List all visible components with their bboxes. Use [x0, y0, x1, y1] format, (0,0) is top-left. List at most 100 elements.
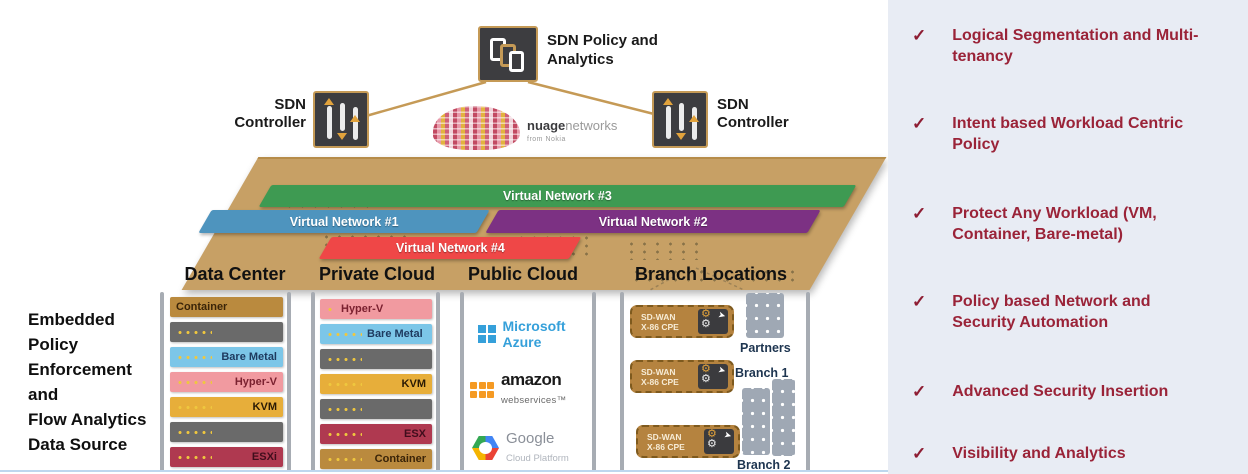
workload-bar-kvm: KVM [170, 397, 283, 417]
checklist-item: ✓ Policy based Network and Security Auto… [912, 291, 1232, 333]
slider-icon [327, 106, 332, 139]
slider-icon [679, 103, 684, 131]
azure-squares-icon [478, 325, 496, 343]
column-rail [436, 292, 440, 472]
azure-line1: Microsoft [502, 318, 566, 334]
logo-brand-bold: nuage [527, 118, 566, 133]
slider-handle-icon [350, 115, 360, 122]
dotted-connector [625, 240, 700, 260]
dots-decoration [326, 331, 362, 337]
public-cloud-header: Public Cloud [468, 264, 578, 284]
workload-bar-generic [170, 322, 283, 342]
check-icon: ✓ [912, 26, 927, 45]
bottom-divider [0, 470, 888, 472]
gcp-line1: Google [506, 430, 555, 447]
aws-line1: amazon [501, 370, 562, 389]
check-icon: ✓ [912, 444, 927, 463]
workload-bar-kvm: KVM [320, 374, 432, 394]
caption-line: Enforcement [28, 360, 132, 379]
google-cloud-logo: Google Cloud Platform [472, 430, 569, 466]
virtual-network-2-label: Virtual Network #2 [598, 214, 708, 229]
virtual-network-4-label: Virtual Network #4 [395, 241, 505, 255]
azure-line2: Azure [502, 334, 542, 350]
cpe-line2: X-86 CPE [641, 376, 679, 387]
checklist-item: ✓ Visibility and Analytics [912, 443, 1232, 464]
caption-line: Policy [28, 335, 79, 354]
sdn-policy-analytics-icon [478, 26, 538, 82]
logo-tagline: from Nokia [527, 136, 566, 143]
virtual-network-3-bar: Virtual Network #3 [258, 185, 857, 207]
private-cloud-stack: Hyper-V Bare Metal KVM ESX Container [320, 299, 432, 474]
dots-decoration [326, 431, 362, 437]
partners-building-icon [746, 293, 784, 338]
caption-line: and [28, 385, 59, 404]
workload-bar-esxi: ESXi [170, 447, 283, 467]
branch1-label: Branch 1 [735, 366, 789, 380]
caption-line: Embedded [28, 310, 115, 329]
dots-decoration [326, 456, 362, 462]
checklist-item-text: Policy based Network and Security Automa… [952, 293, 1151, 331]
checklist-item: ✓ Logical Segmentation and Multi-tenancy [912, 25, 1232, 67]
caption-line: Flow Analytics [28, 410, 147, 429]
checklist-item: ✓ Advanced Security Insertion [912, 381, 1232, 402]
check-icon: ✓ [912, 382, 927, 401]
virtual-network-1-bar: Virtual Network #1 [198, 210, 490, 233]
azure-logo: Microsoft Azure [478, 318, 566, 350]
dots-decoration [326, 356, 362, 362]
checklist-item-text: Protect Any Workload (VM, Container, Bar… [952, 205, 1157, 243]
dots-decoration [176, 379, 212, 385]
column-rail [160, 292, 164, 472]
column-rail [311, 292, 315, 472]
embedded-policy-caption: Embedded Policy Enforcement and Flow Ana… [28, 307, 146, 457]
virtual-network-1-label: Virtual Network #1 [289, 214, 399, 229]
column-rail [287, 292, 291, 472]
workload-bar-generic [320, 349, 432, 369]
gcp-hexagon-icon [472, 436, 499, 460]
nuage-cloud-mosaic-icon [433, 106, 520, 150]
branch2-building-icon [742, 388, 770, 455]
sdn-controller-left-label: SDN Controller [234, 96, 306, 131]
dots-decoration [176, 454, 212, 460]
virtual-network-3-label: Virtual Network #3 [503, 189, 612, 203]
column-rail [620, 292, 624, 472]
workload-bar-bare-metal: Bare Metal [320, 324, 432, 344]
slider-icon [692, 107, 697, 140]
workload-bar-hyper-v: Hyper-V [320, 299, 432, 319]
workload-bar-container: Container [320, 449, 432, 469]
caption-line: Data Source [28, 435, 128, 454]
logo-brand-light: networks [565, 118, 618, 133]
dots-decoration [176, 404, 212, 410]
slider-handle-icon [676, 133, 686, 140]
dots-decoration [176, 354, 212, 360]
checklist-item-text: Visibility and Analytics [952, 445, 1126, 462]
column-rail [592, 292, 596, 472]
workload-bar-bare-metal: Bare Metal [170, 347, 283, 367]
workload-bar-container: Container [170, 297, 283, 317]
check-icon: ✓ [912, 114, 927, 133]
dots-decoration [326, 406, 362, 412]
sdn-policy-analytics-label: SDN Policy and Analytics [547, 32, 658, 68]
benefits-panel: ✓ Logical Segmentation and Multi-tenancy… [888, 0, 1248, 474]
dots-decoration [326, 381, 362, 387]
slider-handle-icon [689, 115, 699, 122]
aws-line2: webservices™ [501, 395, 567, 406]
checklist-item-text: Advanced Security Insertion [952, 383, 1169, 400]
nuage-networks-logo: nuagenetworks from Nokia [527, 119, 617, 147]
dots-decoration [176, 429, 212, 435]
cpe-line2: X-86 CPE [647, 441, 685, 452]
cpe-gears-icon: ⚙⚙➤ [698, 308, 728, 334]
check-icon: ✓ [912, 292, 927, 311]
checklist-item-text: Intent based Workload Centric Policy [952, 115, 1184, 153]
slider-icon [353, 107, 358, 140]
dots-decoration [176, 329, 212, 335]
aws-logo: amazon webservices™ [470, 370, 567, 408]
cpe-line2: X-86 CPE [641, 321, 679, 332]
sdn-controller-right-label: SDN Controller [717, 96, 789, 131]
partners-label: Partners [740, 341, 791, 355]
cpe-gears-icon: ⚙⚙➤ [698, 363, 728, 389]
cpe-gears-icon: ⚙⚙➤ [704, 428, 734, 454]
checklist-item-text: Logical Segmentation and Multi-tenancy [952, 27, 1199, 65]
